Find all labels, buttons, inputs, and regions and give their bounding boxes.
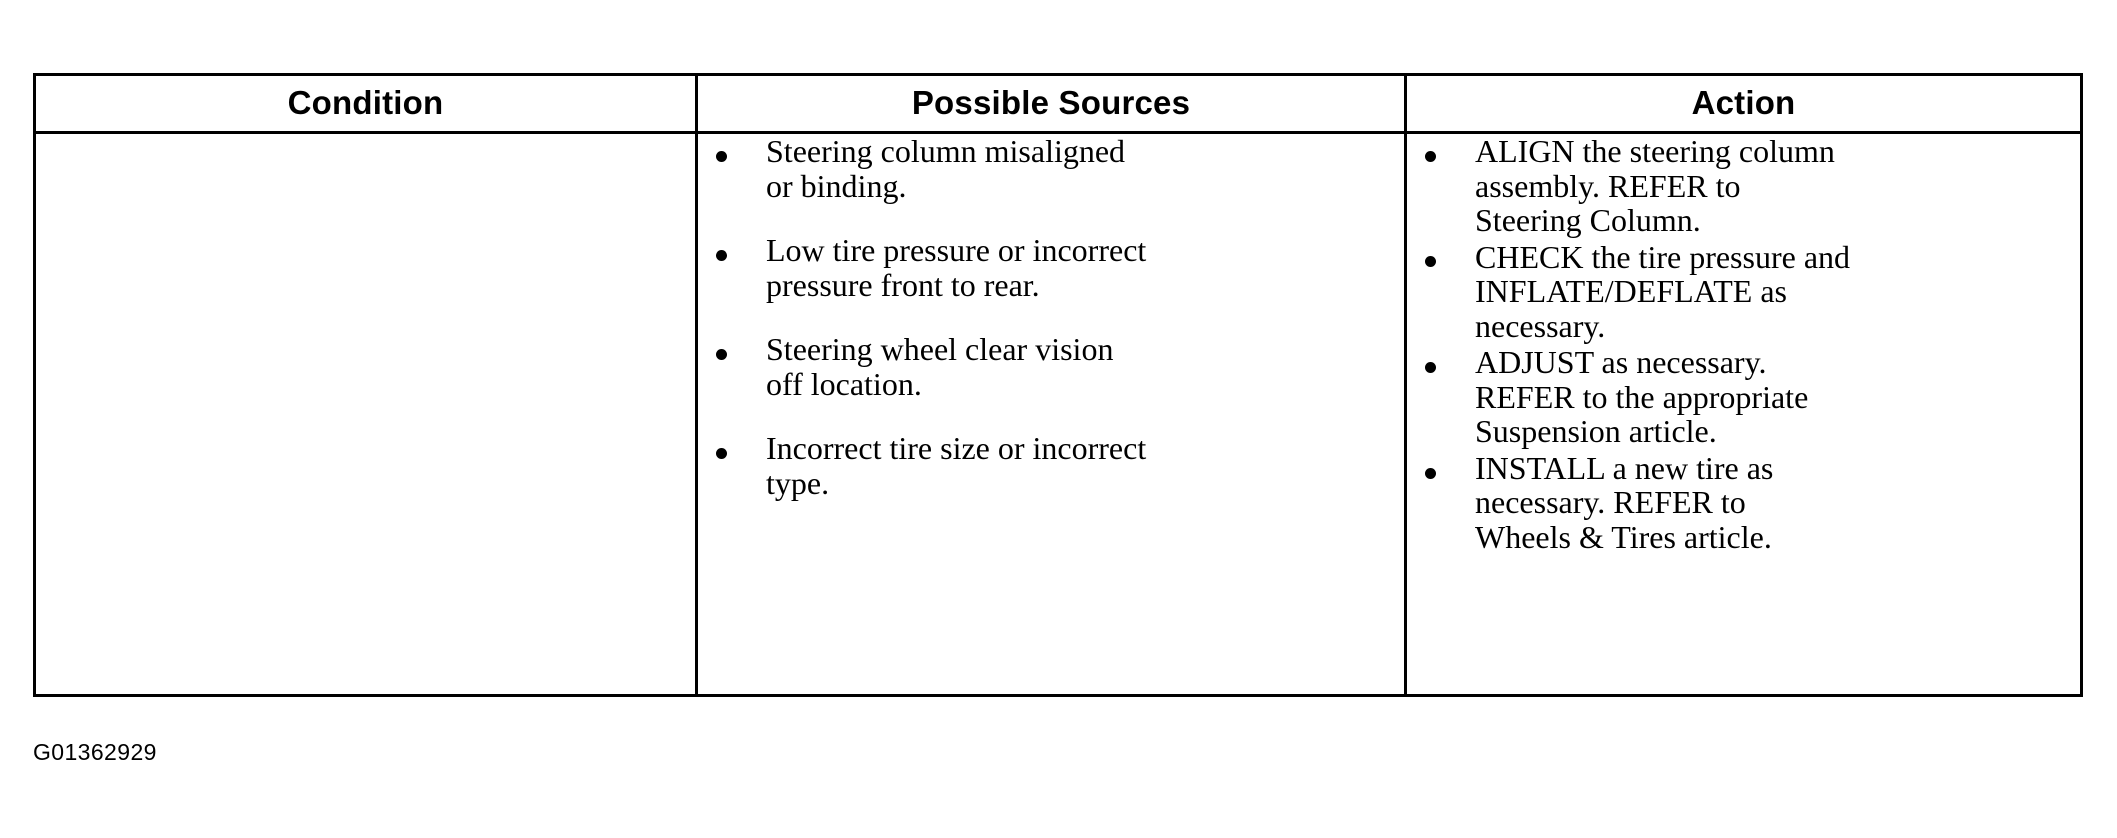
cell-action: ALIGN the steering column assembly. REFE… bbox=[1404, 131, 2083, 697]
column-header-condition: Condition bbox=[33, 73, 698, 134]
list-item: INSTALL a new tire as necessary. REFER t… bbox=[1407, 451, 2080, 555]
bullet-icon bbox=[1425, 256, 1436, 268]
table-row: Steering column misaligned or binding. L… bbox=[33, 131, 2083, 697]
cell-possible-sources: Steering column misaligned or binding. L… bbox=[695, 131, 1407, 697]
header-row: Condition Possible Sources Action bbox=[33, 73, 2083, 134]
cell-condition bbox=[33, 131, 698, 697]
list-item: Low tire pressure or incorrect pressure … bbox=[698, 233, 1404, 302]
table-body: Steering column misaligned or binding. L… bbox=[33, 131, 2083, 697]
diagnostic-table: Condition Possible Sources Action Steeri… bbox=[33, 73, 2083, 697]
list-item: CHECK the tire pressure and INFLATE/DEFL… bbox=[1407, 238, 2080, 344]
figure-id-caption: G01362929 bbox=[33, 739, 157, 765]
list-item-text: Steering wheel clear vision off location… bbox=[766, 331, 1114, 402]
possible-sources-list: Steering column misaligned or binding. L… bbox=[698, 134, 1404, 500]
list-item: Steering column misaligned or binding. bbox=[698, 134, 1404, 203]
list-item-text: INSTALL a new tire as necessary. REFER t… bbox=[1475, 449, 1774, 556]
bullet-icon bbox=[716, 348, 727, 360]
list-item: Incorrect tire size or incorrect type. bbox=[698, 431, 1404, 500]
bullet-icon bbox=[716, 249, 727, 261]
column-header-action: Action bbox=[1404, 73, 2083, 134]
action-list: ALIGN the steering column assembly. REFE… bbox=[1407, 134, 2080, 555]
list-item: ALIGN the steering column assembly. REFE… bbox=[1407, 134, 2080, 238]
list-item-text: Steering column misaligned or binding. bbox=[766, 133, 1126, 204]
list-item-text: Low tire pressure or incorrect pressure … bbox=[766, 232, 1147, 303]
list-item-text: ADJUST as necessary. REFER to the approp… bbox=[1475, 344, 1809, 450]
table-header: Condition Possible Sources Action bbox=[33, 73, 2083, 134]
list-item: ADJUST as necessary. REFER to the approp… bbox=[1407, 345, 2080, 449]
list-item-text: CHECK the tire pressure and INFLATE/DEFL… bbox=[1475, 238, 1851, 344]
column-header-possible-sources: Possible Sources bbox=[695, 73, 1407, 134]
list-item-text: Incorrect tire size or incorrect type. bbox=[766, 430, 1147, 501]
list-item: Steering wheel clear vision off location… bbox=[698, 332, 1404, 401]
bullet-icon bbox=[716, 150, 727, 162]
bullet-icon bbox=[716, 447, 727, 459]
bullet-icon bbox=[1425, 150, 1436, 162]
bullet-icon bbox=[1425, 361, 1436, 373]
list-item-text: ALIGN the steering column assembly. REFE… bbox=[1475, 133, 1835, 239]
bullet-icon bbox=[1425, 467, 1436, 479]
